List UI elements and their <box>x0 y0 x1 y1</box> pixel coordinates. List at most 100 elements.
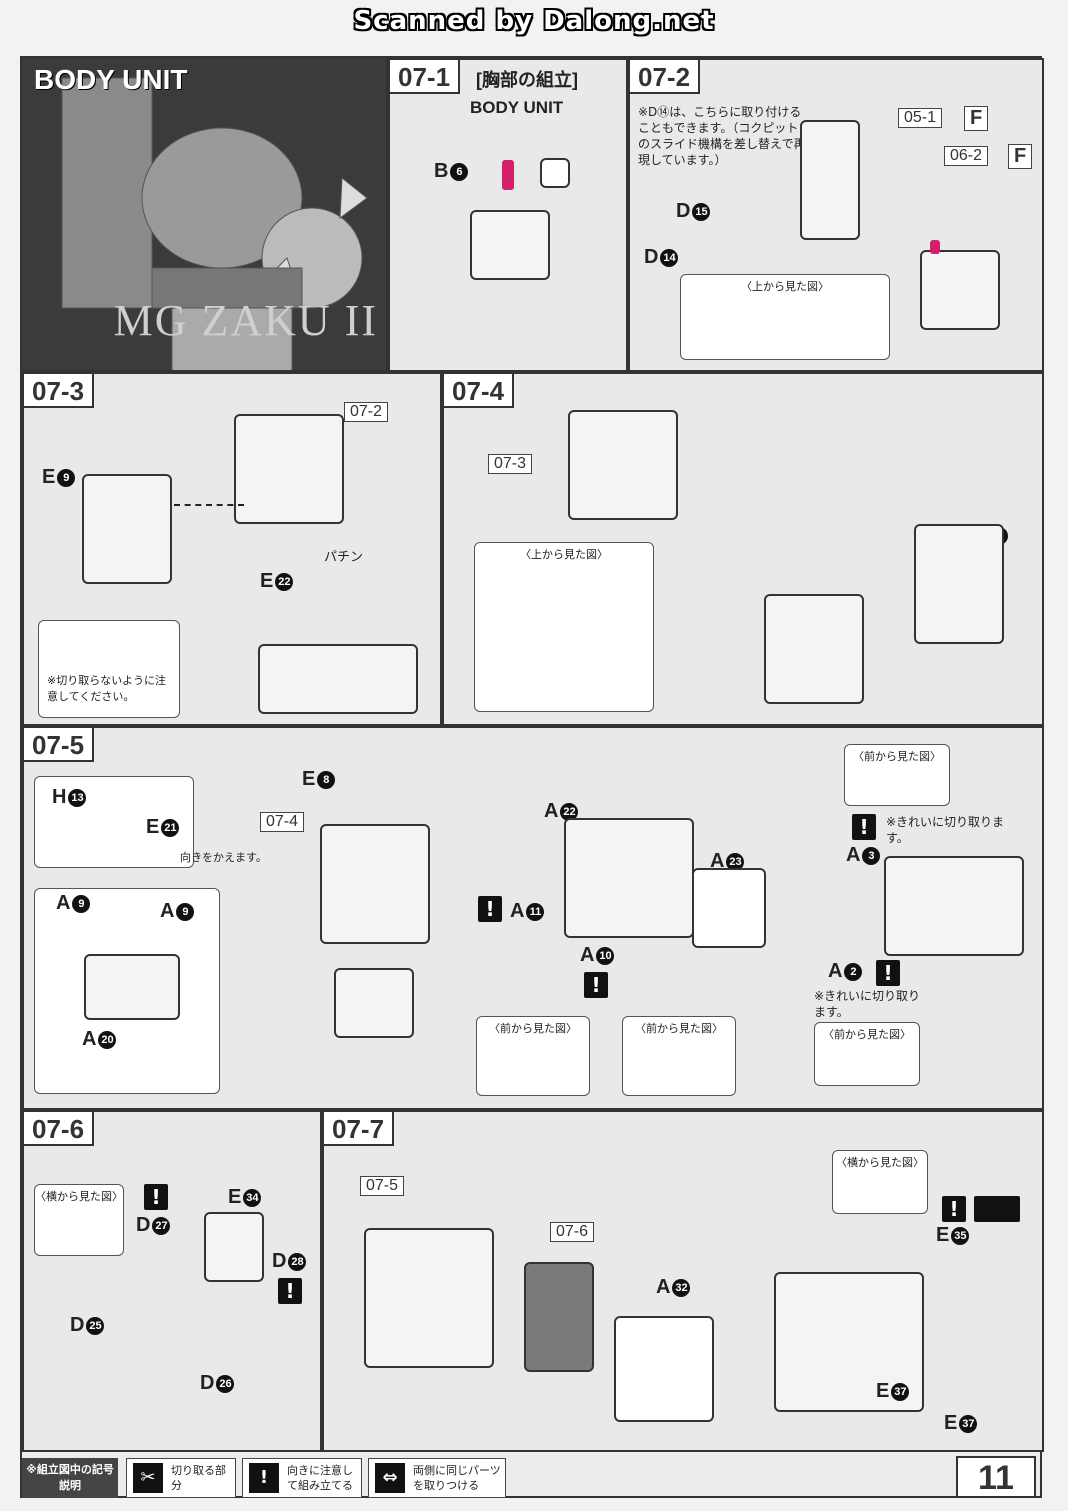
part-cockpit <box>692 868 766 948</box>
part-collar <box>334 968 414 1038</box>
part-runner <box>470 210 550 280</box>
caution-icon: ! <box>876 960 900 986</box>
ref-f-2: F <box>1008 144 1033 169</box>
side-view-box: 〈横から見た図〉 <box>34 1184 124 1256</box>
highlight-part <box>502 160 514 190</box>
note-box: ※切り取らないように注意してください。 <box>38 620 180 718</box>
part-top-view <box>258 644 418 714</box>
part-body <box>920 250 1000 330</box>
part-body <box>320 824 430 944</box>
step-07-2: 07-2 ※D⑭は、こちらに取り付けることもできます。（コクピットのスライド機構… <box>628 58 1044 372</box>
front-view-box: 〈前から見た図〉 <box>814 1022 920 1086</box>
caution-icon: ! <box>478 896 502 922</box>
ref-06-2: 06-2 <box>944 146 989 166</box>
caution-icon: ! <box>144 1184 168 1210</box>
ref-07-6: 07-6 <box>550 1222 595 1242</box>
side-view-box: 〈横から見た図〉 <box>832 1150 928 1214</box>
part-plate <box>914 524 1004 644</box>
front-view-box: 〈前から見た図〉 <box>476 1016 590 1096</box>
part-cockpit <box>204 1212 264 1282</box>
front-view-box: 〈前から見た図〉 <box>844 744 950 806</box>
step-number: 07-2 <box>630 60 701 94</box>
caution-icon: ! <box>278 1278 302 1304</box>
step-number: 07-4 <box>444 374 515 408</box>
ref-05-1: 05-1 <box>898 108 943 128</box>
step-number: 07-6 <box>24 1112 95 1146</box>
step-number: 07-3 <box>24 374 95 408</box>
step-number: 07-1 <box>390 60 461 94</box>
part-body <box>884 856 1024 956</box>
ref-07-3: 07-3 <box>488 454 533 474</box>
part-front-plate <box>614 1316 714 1422</box>
part-cockpit <box>524 1262 594 1372</box>
legend-caution: ! 向きに注意して組み立てる <box>242 1458 362 1498</box>
cut-icon <box>540 158 570 188</box>
hero-mark: MG ZAKU II <box>113 296 378 345</box>
caution-icon: ! <box>852 814 876 840</box>
ref-07-5: 07-5 <box>360 1176 405 1196</box>
step-note: ※D⑭は、こちらに取り付けることもできます。（コクピットのスライド機構を差し替え… <box>638 105 806 167</box>
part-body <box>364 1228 494 1368</box>
step-subtitle: BODY UNIT <box>470 98 564 117</box>
symbol-legend: ※組立図中の記号説明 ✂ 切り取る部分 ! 向きに注意して組み立てる ⇔ 両側に… <box>20 1450 1042 1500</box>
legend-cut: ✂ 切り取る部分 <box>126 1458 236 1498</box>
turn-note: 向きをかえます。 <box>180 851 267 864</box>
top-view-box: 〈上から見た図〉 <box>680 274 890 360</box>
assembly-arrow <box>174 504 244 506</box>
part-body <box>564 818 694 938</box>
top-view-box: 〈上から見た図〉 <box>474 542 654 712</box>
cut-icon: ✂ <box>133 1463 163 1493</box>
hero-title: BODY UNIT <box>34 64 188 95</box>
instruction-sheet: BODY UNIT MG ZAKU II 07-1 [胸部の組立] BODY U… <box>20 56 1044 1498</box>
clean-cut-note: ※きれいに切り取ります。 <box>886 815 1005 845</box>
part-body <box>234 414 344 524</box>
step-number: 07-7 <box>324 1112 395 1146</box>
ref-07-2: 07-2 <box>344 402 389 422</box>
legend-heading: ※組立図中の記号説明 <box>22 1458 118 1498</box>
part-body <box>568 410 678 520</box>
ref-f-1: F <box>964 106 989 131</box>
page-number: 11 <box>956 1456 1036 1498</box>
snap-text: パチン <box>324 550 364 565</box>
step-07-4: 07-4 07-3 〈上から見た図〉 A1 <box>442 372 1044 726</box>
part-collar <box>84 954 180 1020</box>
robot-illustration <box>61 77 368 370</box>
scan-banner: Scanned by Dalong.net <box>353 6 715 36</box>
highlight-part <box>930 240 940 254</box>
caution-icon: ! <box>249 1463 279 1493</box>
part-body <box>764 594 864 704</box>
both-sides-icon <box>974 1196 1020 1222</box>
caution-icon: ! <box>942 1196 966 1222</box>
part-body <box>800 120 860 240</box>
part-body <box>82 474 172 584</box>
legend-both-sides: ⇔ 両側に同じパーツを取りつける <box>368 1458 506 1498</box>
